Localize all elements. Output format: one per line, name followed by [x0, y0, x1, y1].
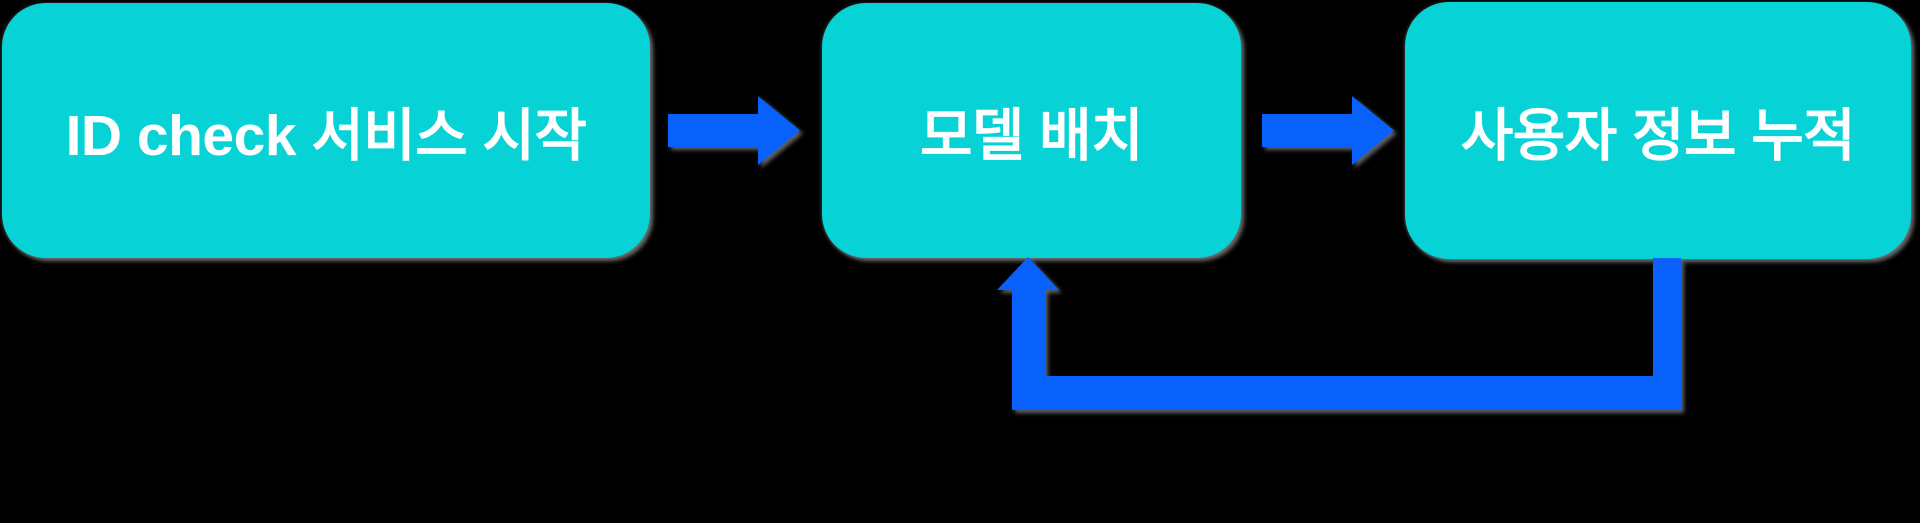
- arrow-right-head: [758, 96, 800, 165]
- feedback-bottom-horizontal-segment: [1012, 376, 1681, 410]
- node-service-start-label: ID check 서비스 시작: [65, 103, 587, 168]
- arrow-right-shaft: [1262, 114, 1352, 147]
- feedback-up-arrow-head: [997, 257, 1059, 290]
- feedback-right-vertical-segment: [1653, 258, 1681, 410]
- node-user-info-accumulate: 사용자 정보 누적: [1405, 2, 1911, 259]
- feedback-arrow-icon: [997, 257, 1681, 410]
- node-service-start: ID check 서비스 시작: [2, 3, 650, 258]
- node-user-info-accumulate-label: 사용자 정보 누적: [1460, 103, 1856, 168]
- arrow-right-shaft: [668, 114, 758, 147]
- arrow-right-icon: [668, 96, 800, 165]
- node-model-deploy-label: 모델 배치: [919, 103, 1144, 168]
- arrow-right-head: [1352, 96, 1394, 165]
- node-model-deploy: 모델 배치: [822, 3, 1241, 258]
- arrow-right-icon: [1262, 96, 1394, 165]
- feedback-up-shaft: [1012, 289, 1045, 410]
